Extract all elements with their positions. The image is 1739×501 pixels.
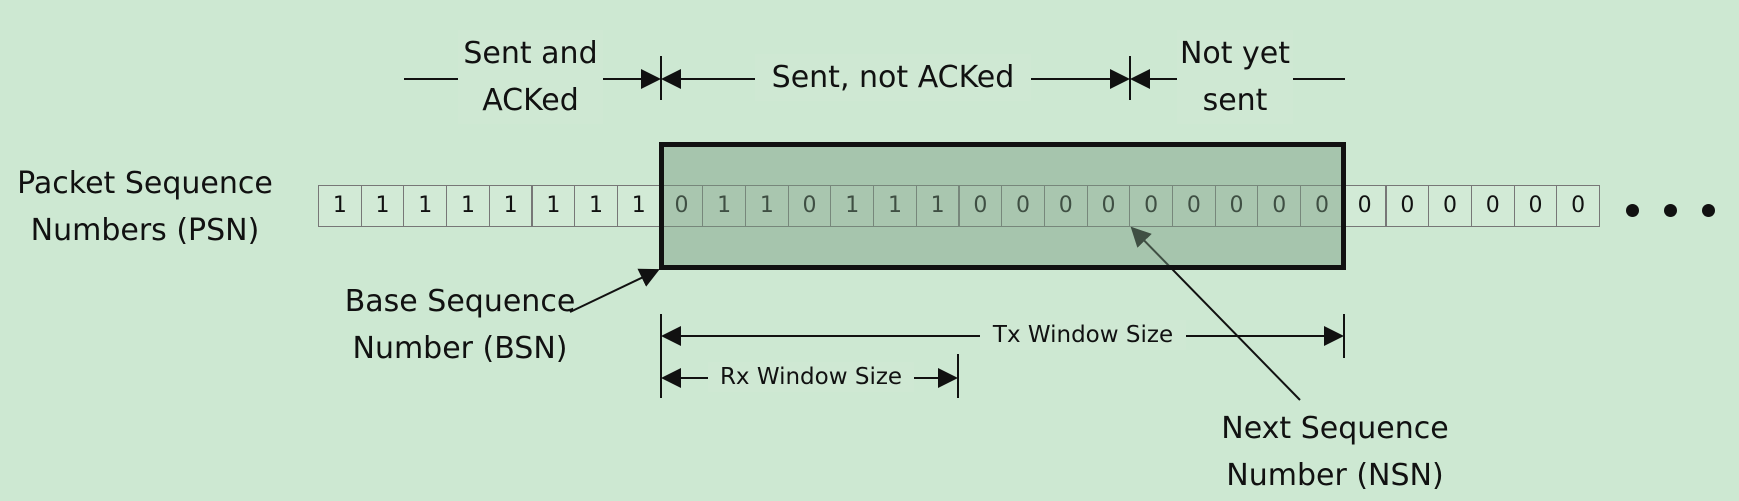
psn-cell: 0 bbox=[1214, 185, 1259, 227]
not-yet-sent-label: Not yet sent bbox=[1177, 30, 1293, 124]
not-yet-sent-label-line2: sent bbox=[1202, 83, 1268, 118]
sent-not-acked-label: Sent, not ACKed bbox=[755, 54, 1031, 101]
rx-window-label: Rx Window Size bbox=[708, 362, 914, 392]
bsn-label-line2: Number (BSN) bbox=[352, 331, 568, 366]
ellipsis-dot bbox=[1664, 204, 1677, 217]
psn-cell: 1 bbox=[574, 185, 618, 227]
psn-cell: 0 bbox=[1556, 185, 1600, 227]
sent-acked-label: Sent and ACKed bbox=[458, 30, 603, 124]
psn-cell: 1 bbox=[616, 185, 661, 227]
not-yet-sent-label-line1: Not yet bbox=[1179, 36, 1291, 71]
psn-cell: 1 bbox=[531, 185, 576, 227]
psn-cell: 1 bbox=[403, 185, 448, 227]
psn-cell: 1 bbox=[873, 185, 917, 227]
bsn-label: Base Sequence Number (BSN) bbox=[335, 278, 585, 372]
psn-cell: 1 bbox=[446, 185, 490, 227]
psn-cell: 1 bbox=[318, 185, 362, 227]
psn-cell: 0 bbox=[1513, 185, 1558, 227]
ellipsis-dot bbox=[1626, 204, 1639, 217]
nsn-pointer-arrow bbox=[1130, 226, 1301, 401]
psn-cell: 0 bbox=[1172, 185, 1216, 227]
psn-cell: 1 bbox=[488, 185, 533, 227]
psn-cell: 0 bbox=[958, 185, 1003, 227]
tx-window-label: Tx Window Size bbox=[980, 320, 1186, 350]
psn-cell: 0 bbox=[1428, 185, 1472, 227]
bsn-label-line1: Base Sequence bbox=[344, 284, 576, 319]
psn-label-line2: Numbers (PSN) bbox=[30, 213, 260, 248]
psn-cell: 0 bbox=[659, 185, 704, 227]
psn-cell: 1 bbox=[360, 185, 405, 227]
psn-cell: 0 bbox=[1385, 185, 1430, 227]
psn-cell: 0 bbox=[1086, 185, 1131, 227]
sent-acked-label-line2: ACKed bbox=[482, 83, 579, 118]
ellipsis-dot bbox=[1702, 204, 1715, 217]
psn-label-line1: Packet Sequence bbox=[17, 166, 273, 201]
psn-cell: 1 bbox=[830, 185, 875, 227]
nsn-label-line2: Number (NSN) bbox=[1226, 458, 1444, 493]
psn-cell: 0 bbox=[1001, 185, 1045, 227]
psn-cell: 0 bbox=[1342, 185, 1387, 227]
psn-label: Packet Sequence Numbers (PSN) bbox=[0, 160, 290, 254]
sent-acked-label-line1: Sent and bbox=[463, 36, 598, 71]
psn-cell: 1 bbox=[745, 185, 789, 227]
sliding-window-box bbox=[659, 142, 1346, 270]
psn-cell: 0 bbox=[1470, 185, 1515, 227]
psn-cell: 0 bbox=[787, 185, 832, 227]
nsn-label: Next Sequence Number (NSN) bbox=[1200, 405, 1470, 499]
nsn-label-line1: Next Sequence bbox=[1221, 411, 1449, 446]
bsn-pointer-arrow bbox=[569, 268, 660, 313]
